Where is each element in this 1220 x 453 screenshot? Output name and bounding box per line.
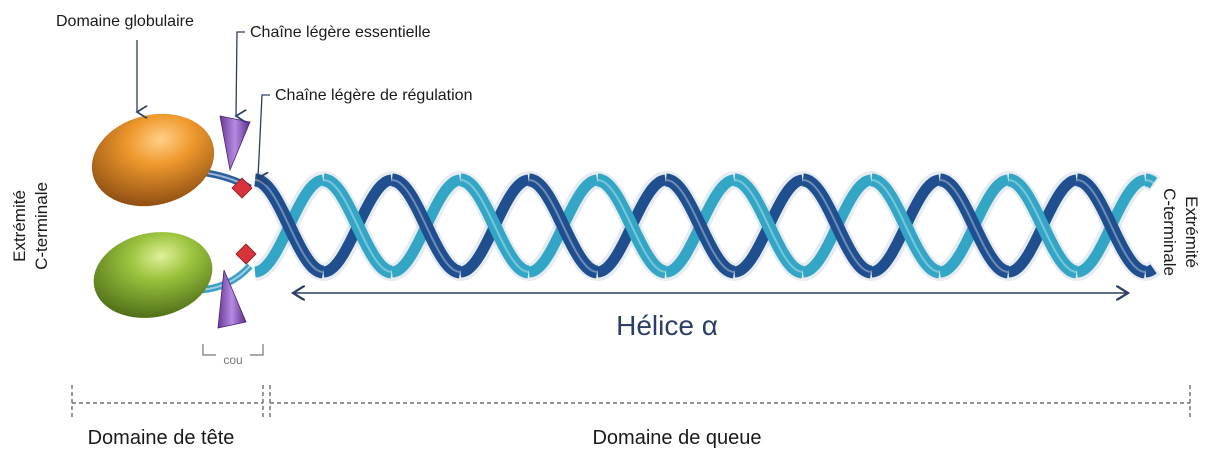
label-regulatory-light-chain: Chaîne légère de régulation [275, 87, 472, 104]
svg-text:C-terminale: C-terminale [1160, 188, 1179, 276]
alpha-helix-coil [254, 170, 1161, 282]
svg-text:Extrémité: Extrémité [1182, 196, 1201, 268]
regulatory-light-chain-top [231, 177, 253, 199]
svg-text:Extrémité: Extrémité [10, 190, 29, 262]
essential-light-chain-pointer [236, 31, 245, 116]
label-neck: cou [223, 353, 242, 367]
svg-text:C-terminale: C-terminale [32, 182, 51, 270]
label-tail-domain: Domaine de queue [592, 427, 761, 449]
globular-head-bottom [93, 232, 213, 318]
left-end-label: Extrémité C-terminale [10, 182, 51, 270]
label-head-domain: Domaine de tête [88, 427, 235, 449]
tail-domain-bracket [269, 385, 1191, 420]
essential-light-chain-top [219, 115, 251, 172]
head-domain-bracket [71, 385, 264, 420]
regulatory-light-chain-bottom [235, 243, 257, 265]
label-globular-domain: Domaine globulaire [56, 13, 194, 30]
label-essential-light-chain: Chaîne légère essentielle [250, 24, 431, 41]
essential-light-chain-bottom [217, 269, 247, 329]
right-end-label: Extrémité C-terminale [1160, 188, 1201, 276]
globular-head-top [91, 113, 215, 207]
label-helix: Hélice α [616, 310, 718, 341]
regulatory-light-chain-pointer [258, 94, 270, 178]
